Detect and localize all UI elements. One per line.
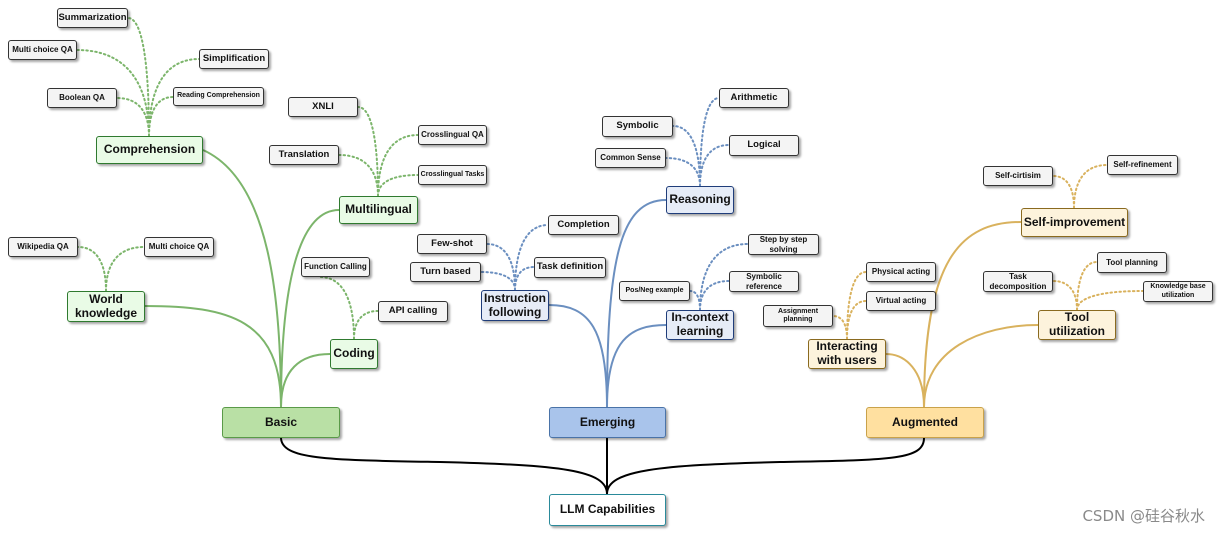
dotted-leaf-link-12 <box>353 310 379 340</box>
dotted-leaf-link-22 <box>699 280 730 311</box>
dotted-leaf-link-3 <box>116 97 150 137</box>
dotted-leaf-link-16 <box>665 157 701 187</box>
leaf-symbolic-reference: Symbolic reference <box>729 271 799 292</box>
leaf-multi-choice-qa: Multi choice QA <box>8 40 77 60</box>
link-basic-world-knowledge <box>144 305 282 408</box>
link-emerging-instruction <box>548 304 608 408</box>
leaf-step-by-step-solving: Step by step solving <box>748 234 819 255</box>
node-instruction-following: Instruction following <box>481 290 549 321</box>
leaf-virtual-acting: Virtual acting <box>866 291 936 311</box>
leaf-symbolic: Symbolic <box>602 116 673 137</box>
dotted-leaf-link-28 <box>1076 290 1144 311</box>
dotted-leaf-link-7 <box>338 154 379 197</box>
dotted-leaf-link-0 <box>127 17 150 137</box>
leaf-common-sense: Common Sense <box>595 148 666 168</box>
link-root-augmented <box>606 437 925 495</box>
dotted-leaf-link-5 <box>357 106 379 197</box>
link-augmented-tool <box>923 324 1039 408</box>
dotted-leaf-link-31 <box>832 315 848 340</box>
dotted-leaf-link-10 <box>105 246 145 292</box>
dotted-leaf-link-4 <box>148 96 174 137</box>
dotted-leaf-link-25 <box>1073 164 1108 209</box>
node-tool-utilization: Tool utilization <box>1038 310 1116 340</box>
node-in-context-learning: In-context learning <box>666 310 734 340</box>
leaf-xnli: XNLI <box>288 97 358 117</box>
dotted-leaf-link-19 <box>480 271 516 291</box>
node-comprehension: Comprehension <box>96 136 203 164</box>
dotted-leaf-link-18 <box>486 243 516 291</box>
leaf-function-calling: Function Calling <box>301 257 370 277</box>
dotted-leaf-link-1 <box>76 49 150 137</box>
category-basic: Basic <box>222 407 340 438</box>
dotted-leaf-link-14 <box>672 125 701 187</box>
leaf-task-definition: Task definition <box>534 257 606 278</box>
leaf-boolean-qa: Boolean QA <box>47 88 117 108</box>
watermark-text: CSDN @硅谷秋水 <box>1082 507 1205 525</box>
leaf-multi-choice-qa-2: Multi choice QA <box>144 237 214 257</box>
leaf-reading-comprehension: Reading Comprehension <box>173 87 264 106</box>
leaf-completion: Completion <box>548 215 619 235</box>
link-augmented-selfimprovement <box>923 221 1022 408</box>
dotted-leaf-link-20 <box>514 266 535 291</box>
leaf-knowledge-base-utilization: Knowledge base utilization <box>1143 281 1213 302</box>
leaf-crosslingual-qa: Crosslingual QA <box>418 125 487 145</box>
node-self-improvement: Self-improvement <box>1021 208 1128 237</box>
leaf-physical-acting: Physical acting <box>866 262 936 282</box>
dotted-leaf-link-6 <box>377 134 419 197</box>
leaf-self-refinement: Self-refinement <box>1107 155 1178 175</box>
leaf-simplification: Simplification <box>199 49 269 69</box>
leaf-translation: Translation <box>269 145 339 165</box>
dotted-leaf-link-15 <box>699 144 730 187</box>
root-node-llm-capabilities: LLM Capabilities <box>549 494 666 526</box>
category-augmented: Augmented <box>866 407 984 438</box>
dotted-leaf-link-21 <box>699 243 749 311</box>
dotted-leaf-link-13 <box>699 97 720 187</box>
leaf-pos-neg-example: Pos/Neg example <box>619 281 690 301</box>
dotted-leaf-link-27 <box>1076 261 1098 311</box>
dotted-leaf-link-11 <box>319 276 355 340</box>
category-emerging: Emerging <box>549 407 666 438</box>
leaf-assignment-planning: Assignment planning <box>763 305 833 327</box>
link-basic-coding <box>280 353 331 408</box>
leaf-turn-based: Turn based <box>410 262 481 282</box>
node-world-knowledge: World knowledge <box>67 291 145 322</box>
dotted-leaf-link-26 <box>1052 280 1078 311</box>
dotted-leaf-link-8 <box>377 174 419 197</box>
link-emerging-reasoning <box>606 199 667 408</box>
link-basic-multilingual <box>280 209 340 408</box>
link-emerging-incontext <box>606 324 667 408</box>
dotted-leaf-link-23 <box>689 290 701 311</box>
node-coding: Coding <box>330 339 378 369</box>
link-basic-comprehension <box>202 149 282 408</box>
leaf-crosslingual-tasks: Crosslingual Tasks <box>418 165 487 185</box>
node-multilingual: Multilingual <box>339 196 418 224</box>
dotted-leaf-link-9 <box>77 246 107 292</box>
dotted-leaf-link-17 <box>514 224 549 291</box>
leaf-tool-planning: Tool planning <box>1097 252 1167 273</box>
leaf-api-calling: API calling <box>378 301 448 322</box>
leaf-self-cirtisim: Self-cirtisim <box>983 166 1053 186</box>
dotted-leaf-link-24 <box>1052 175 1075 209</box>
leaf-arithmetic: Arithmetic <box>719 88 789 108</box>
link-root-basic <box>280 437 608 495</box>
leaf-logical: Logical <box>729 135 799 156</box>
leaf-wikipedia-qa: Wikipedia QA <box>8 237 78 257</box>
leaf-summarization: Summarization <box>57 8 128 28</box>
dotted-leaf-link-30 <box>846 300 867 340</box>
node-reasoning: Reasoning <box>666 186 734 214</box>
leaf-task-decomposition: Task decomposition <box>983 271 1053 292</box>
leaf-few-shot: Few-shot <box>417 234 487 254</box>
node-interacting-with-users: Interacting with users <box>808 339 886 369</box>
link-augmented-interacting <box>885 353 925 408</box>
